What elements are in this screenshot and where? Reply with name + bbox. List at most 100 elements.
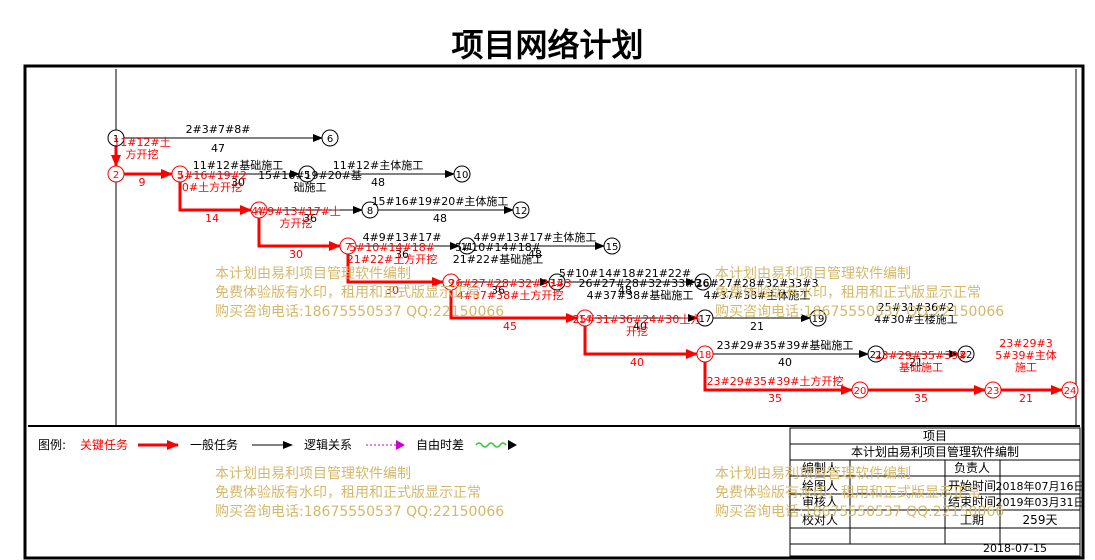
event-node-number: 10: [456, 170, 469, 181]
task-duration-label: 30: [289, 248, 303, 261]
legend-float-label: 自由时差: [416, 438, 464, 452]
event-node: 14: [576, 309, 594, 327]
info-start-label: 开始时间: [948, 479, 996, 493]
task-name-label: 23#29#35#39#基础施工: [875, 349, 968, 374]
event-node-number: 7: [345, 242, 351, 253]
legend-float-wave: [475, 442, 507, 448]
legend-normal-label: 一般任务: [190, 437, 238, 452]
event-node-number: 9: [448, 278, 454, 289]
info-table: 项目 本计划由易利项目管理软件编制 编制人 负责人 绘图人 开始时间 2018年…: [789, 427, 1085, 557]
event-node: 11: [458, 237, 476, 255]
info-date: 2018-07-15: [983, 542, 1047, 555]
task-duration-label: 35: [914, 392, 928, 405]
event-node-circle: [512, 201, 530, 219]
info-checker-label: 校对人: [802, 512, 838, 527]
task-duration-label: 36: [395, 248, 409, 261]
info-reviewer-label: 审核人: [802, 494, 838, 509]
event-node-number: 13: [551, 278, 564, 289]
info-project-label: 项目: [923, 429, 947, 443]
task-duration-label: 48: [618, 284, 632, 297]
event-node-number: 16: [697, 278, 710, 289]
info-end-label: 结束时间: [948, 495, 996, 509]
event-node-circle: [361, 201, 379, 219]
task-duration-label: 35: [768, 392, 782, 405]
event-node-circle: [1061, 381, 1079, 399]
legend-float-arrowhead: [508, 440, 517, 450]
event-node-number: 14: [579, 314, 592, 325]
event-node-circle: [453, 165, 471, 183]
event-node-number: 2: [113, 170, 119, 181]
event-node: 1: [107, 129, 125, 147]
event-node-circle: [809, 309, 827, 327]
task-duration-label: 30: [231, 176, 245, 189]
event-node-circle: [696, 345, 714, 363]
task-duration-label: 14: [205, 212, 219, 225]
task-edges: [111, 134, 1063, 395]
event-node: 9: [442, 273, 460, 291]
legend-critical-label: 关键任务: [80, 437, 128, 452]
event-node: 10: [453, 165, 471, 183]
task-name-label: 23#29#35#39#基础施工: [717, 339, 854, 352]
event-node: 2: [107, 165, 125, 183]
task-duration-label: 36: [303, 212, 317, 225]
task-duration-label: 21: [1019, 392, 1033, 405]
event-node-number: 1: [113, 134, 119, 145]
event-node-circle: [576, 309, 594, 327]
task-duration-label: 21: [750, 320, 764, 333]
event-node-number: 6: [327, 134, 333, 145]
event-node-number: 23: [987, 386, 1000, 397]
event-node: 24: [1061, 381, 1079, 399]
task-name-label: 11#12#基础施工: [193, 159, 283, 172]
task-name-label: 15#16#19#20#基础施工: [258, 169, 362, 194]
event-node-circle: [548, 273, 566, 291]
critical-task-arrow: [449, 290, 578, 323]
info-drawer-label: 绘图人: [802, 478, 838, 493]
event-node-circle: [984, 381, 1002, 399]
task-duration-label: 40: [778, 356, 792, 369]
event-node-number: 22: [960, 350, 973, 361]
event-node-circle: [442, 273, 460, 291]
event-node: 22: [957, 345, 975, 363]
event-node-number: 4: [256, 206, 262, 217]
event-node: 8: [361, 201, 379, 219]
event-node-number: 15: [606, 242, 619, 253]
task-name-label: 11#12#土方开挖: [113, 136, 170, 161]
critical-task-arrow: [703, 362, 853, 395]
event-node-number: 21: [870, 350, 883, 361]
task-name-label: 15#16#19#20#主体施工: [372, 194, 509, 208]
task-duration-label: 9: [139, 176, 146, 189]
task-name-label: 4#9#13#17#土方开挖: [251, 205, 341, 230]
event-node: 6: [321, 129, 339, 147]
info-owner-label: 负责人: [954, 461, 990, 475]
event-node-circle: [250, 201, 268, 219]
drawing-frame: [23, 64, 1085, 560]
info-end-value: 2019年03月31日: [996, 495, 1085, 509]
event-node-number: 8: [367, 206, 373, 217]
event-node-number: 11: [461, 242, 474, 253]
task-name-label: 5#10#14#18#21#22#基础施工: [453, 241, 543, 266]
event-node: 16: [694, 273, 712, 291]
event-node: 5: [298, 165, 316, 183]
legend-label: 图例:: [38, 438, 66, 452]
task-labels: 2#3#7#8#4711#12#土方开挖911#12#基础施工3011#12#主…: [113, 123, 1056, 405]
critical-task-arrow: [257, 218, 341, 251]
event-node-number: 3: [177, 170, 183, 181]
event-node-circle: [603, 237, 621, 255]
task-name-label: 4#9#13#17#: [363, 231, 442, 244]
event-node: 15: [603, 237, 621, 255]
event-node: 7: [339, 237, 357, 255]
task-duration-label: 47: [211, 142, 225, 155]
event-node-circle: [957, 345, 975, 363]
event-node-number: 18: [699, 350, 712, 361]
task-duration-label: 36: [491, 284, 505, 297]
task-name-label: 11#12#主体施工: [333, 158, 423, 172]
event-node-circle: [339, 237, 357, 255]
task-name-label: 4#9#13#17#主体施工: [474, 230, 597, 244]
task-duration-label: 45: [503, 320, 517, 333]
event-node: 12: [512, 201, 530, 219]
event-node-circle: [851, 381, 869, 399]
